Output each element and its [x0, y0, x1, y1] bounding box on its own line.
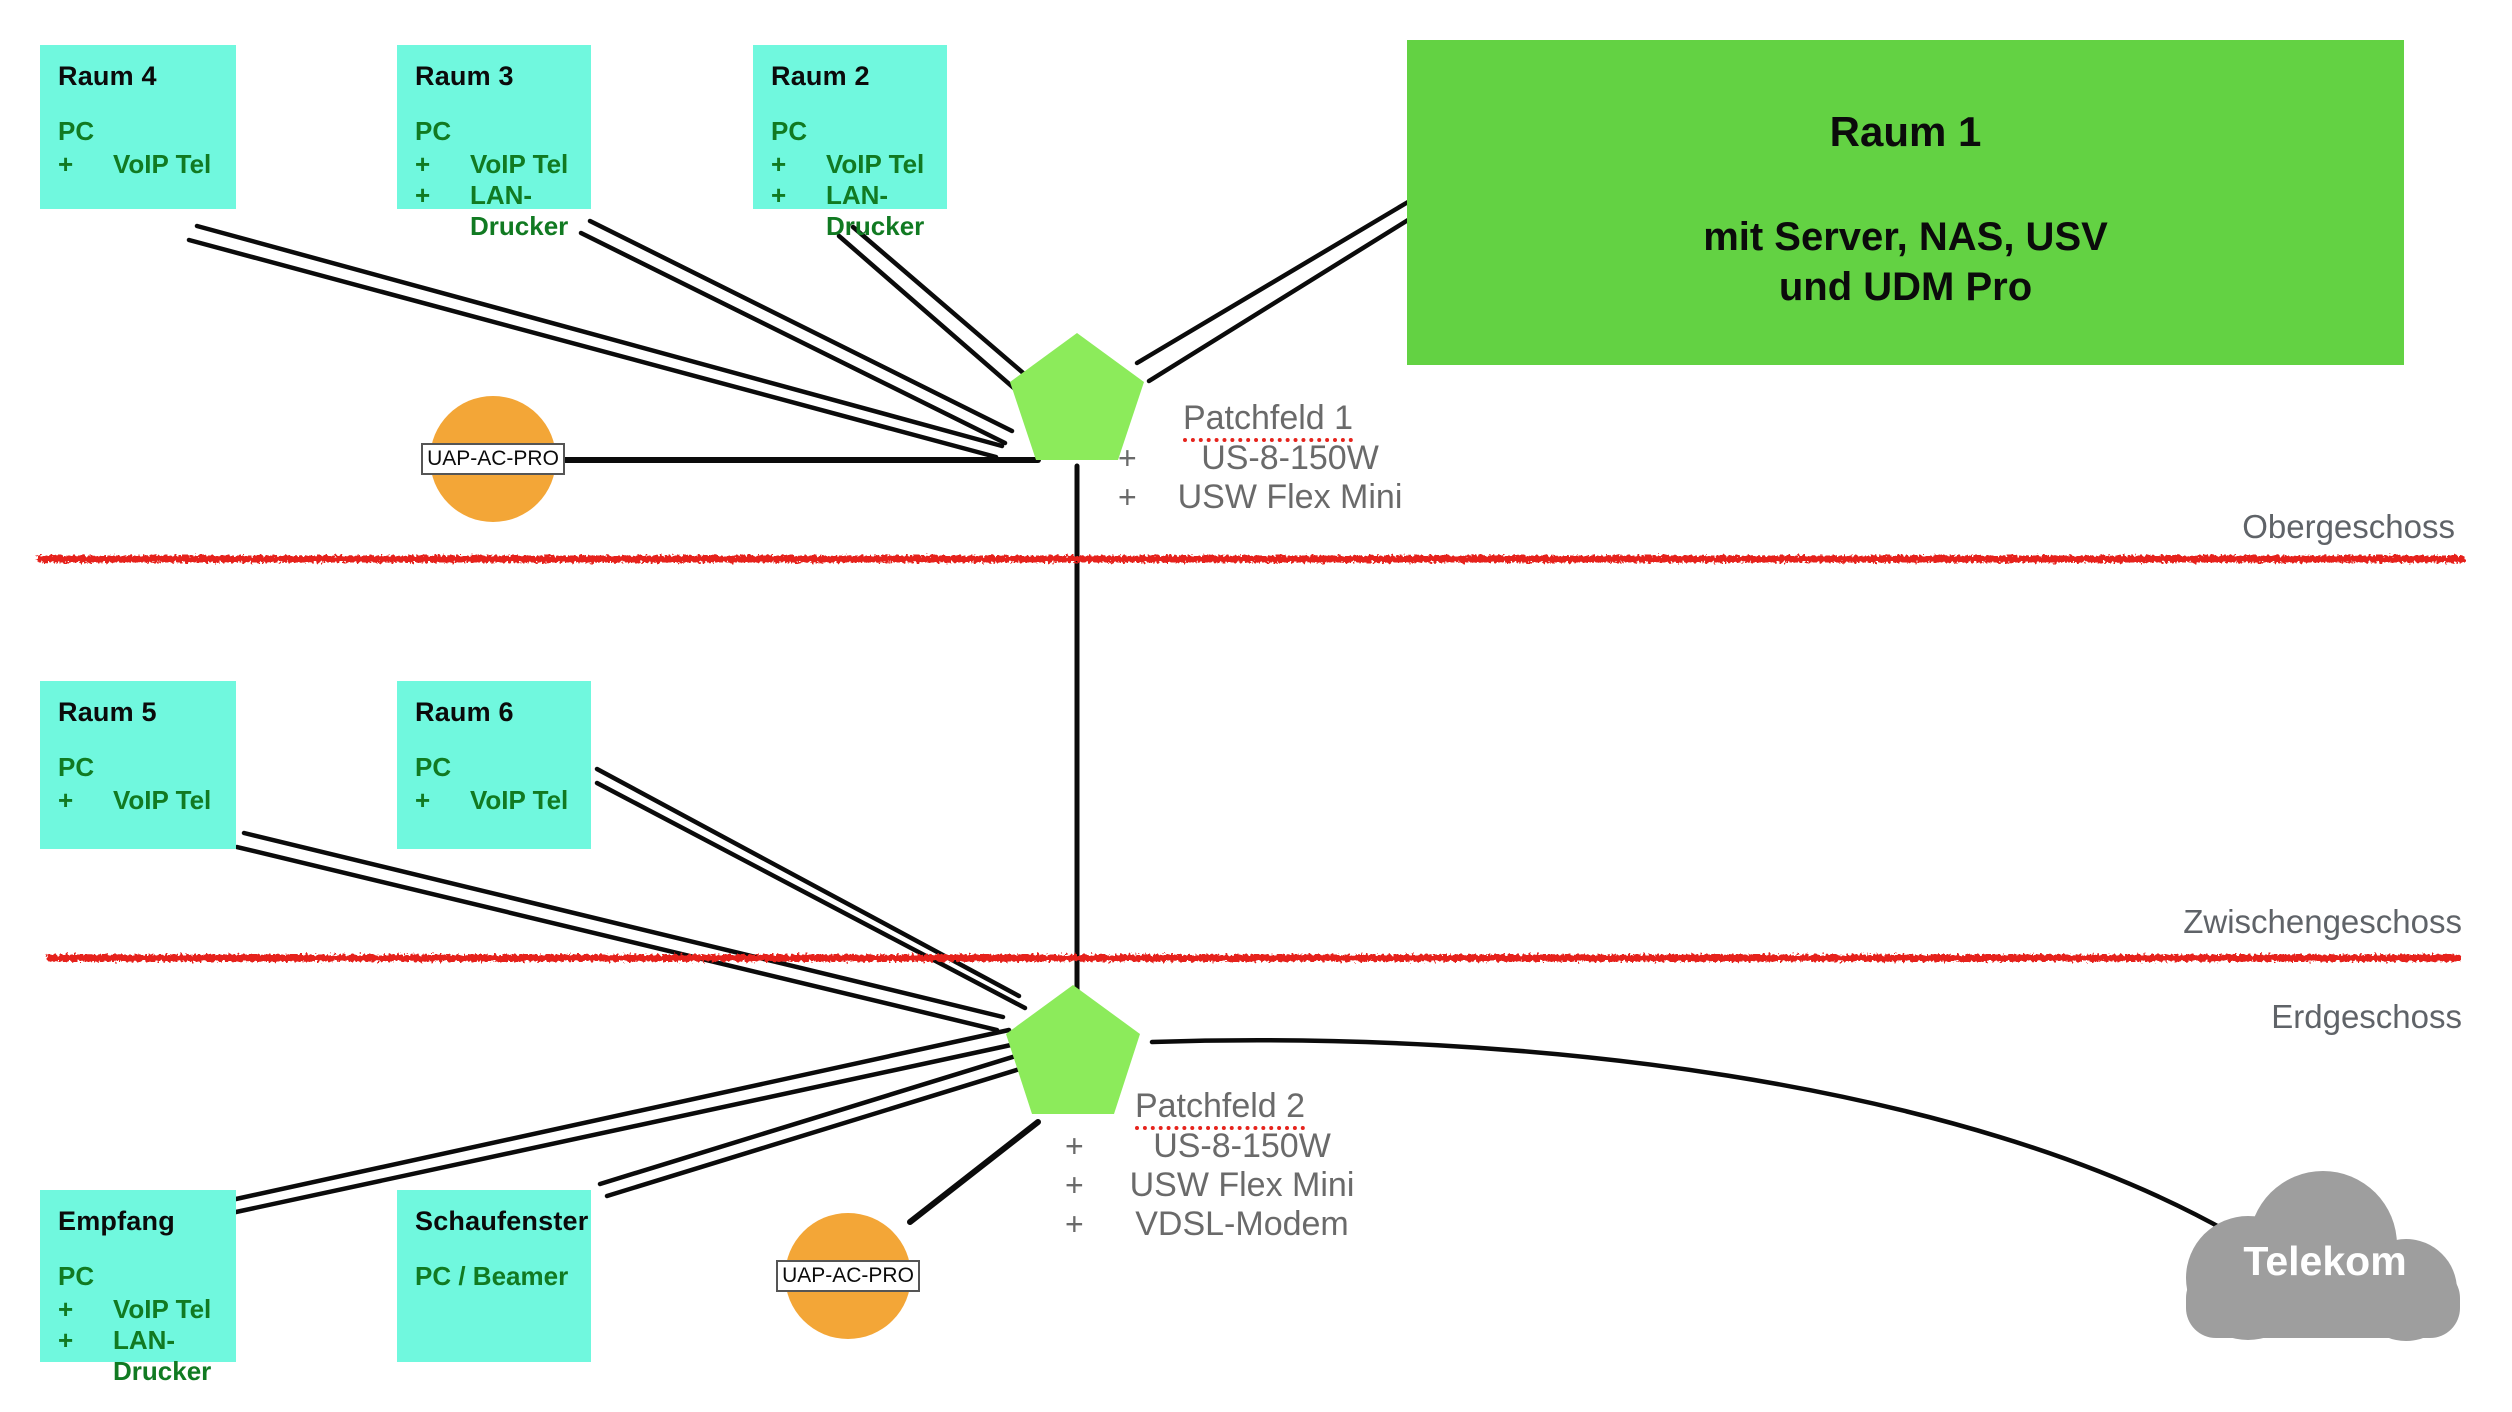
patchfeld1-pentagon: [1010, 333, 1144, 460]
cable-raum1-patchfeld1-b: [1146, 217, 1411, 384]
room-title: Raum 4: [58, 61, 157, 91]
patchfeld2-pentagon: [1006, 985, 1140, 1114]
cable-raum3-patchfeld1-b: [578, 230, 1008, 446]
cable-raum4-patchfeld1-b: [186, 237, 999, 460]
room-device: PC: [58, 1261, 95, 1291]
cable-patchfeld2-telekom: [1149, 1038, 2233, 1236]
cable-uap2-patchfeld2: [907, 1119, 1041, 1225]
room-item: LAN-Drucker: [113, 1325, 212, 1386]
room-box-raum6: Raum 6 PC + VoIP Tel: [397, 681, 591, 849]
telekom-cloud: [2186, 1171, 2460, 1341]
patchfeld2-title: Patchfeld 2: [1065, 1086, 1375, 1130]
room-box-empfang: Empfang PC + VoIP Tel + LAN-Drucker: [40, 1190, 236, 1386]
cable-raum1-patchfeld1-a: [1134, 199, 1411, 366]
room-device: PC: [415, 116, 452, 146]
patchfeld2-label-block: Patchfeld 2 + US-8-150W + USW Flex Mini …: [1065, 1086, 1375, 1244]
room-box-raum5: Raum 5 PC + VoIP Tel: [40, 681, 236, 849]
patchfeld-item: USW Flex Mini: [1129, 1166, 1355, 1204]
plus-sign: +: [1065, 1128, 1084, 1164]
room-title: Raum 2: [771, 61, 870, 91]
plus-sign: +: [1065, 1167, 1084, 1203]
room-box-raum2: Raum 2 PC + VoIP Tel + LAN-Drucker: [753, 45, 947, 241]
access-point-label: UAP-AC-PRO: [776, 1260, 920, 1292]
cable-raum6-patchfeld2-b: [594, 780, 1028, 1011]
room-description-line2: und UDM Pro: [1778, 265, 2033, 309]
patchfeld-item: US-8-150W: [1201, 439, 1379, 477]
plus-sign: +: [58, 149, 74, 179]
room-box-raum1: Raum 1 mit Server, NAS, USV und UDM Pro: [1407, 40, 2404, 365]
cable-empfang-patchfeld2-a: [233, 1027, 1012, 1202]
patchfeld-item: USW Flex Mini: [1177, 478, 1403, 516]
room-item: VoIP Tel: [826, 149, 925, 179]
plus-sign: +: [1065, 1206, 1084, 1242]
patchfeld-item: VDSL-Modem: [1135, 1205, 1349, 1243]
room-item: VoIP Tel: [113, 149, 212, 179]
room-device: PC: [415, 752, 452, 782]
plus-sign: +: [415, 180, 431, 210]
room-box-raum4: Raum 4 PC + VoIP Tel: [40, 45, 236, 209]
room-title: Empfang: [58, 1206, 175, 1236]
plus-sign: +: [58, 1294, 74, 1324]
access-point-uap1: UAP-AC-PRO: [421, 396, 565, 522]
room-title: Schaufenster: [415, 1206, 589, 1236]
access-point-uap2: UAP-AC-PRO: [776, 1213, 920, 1339]
room-description: mit Server, NAS, USV und UDM Pro: [1407, 212, 2404, 312]
plus-sign: +: [1118, 440, 1137, 476]
plus-sign: +: [415, 785, 431, 815]
access-point-label: UAP-AC-PRO: [421, 443, 565, 475]
plus-sign: +: [415, 149, 431, 179]
room-title: Raum 3: [415, 61, 514, 91]
floor-label-obergeschoss: Obergeschoss: [2242, 508, 2455, 545]
cable-schaufenster-patchfeld2-a: [597, 1052, 1022, 1187]
cable-schaufenster-patchfeld2-b: [604, 1065, 1026, 1199]
room-item: VoIP Tel: [470, 785, 569, 815]
floor-label-zwischengeschoss: Zwischengeschoss: [2183, 903, 2462, 940]
room-title: Raum 6: [415, 697, 514, 727]
room-device: PC / Beamer: [415, 1261, 569, 1291]
room-title: Raum 1: [1829, 108, 1982, 155]
room-item: VoIP Tel: [113, 1294, 212, 1324]
room-item: VoIP Tel: [470, 149, 569, 179]
room-item: LAN-Drucker: [826, 180, 925, 241]
room-device: PC: [58, 116, 95, 146]
cable-raum6-patchfeld2-a: [594, 766, 1022, 999]
plus-sign: +: [58, 785, 74, 815]
room-box-schaufenster: Schaufenster PC / Beamer: [397, 1190, 591, 1362]
room-device: PC: [58, 752, 95, 782]
floor-label-erdgeschoss: Erdgeschoss: [2271, 998, 2462, 1035]
room-item: VoIP Tel: [113, 785, 212, 815]
plus-sign: +: [58, 1325, 74, 1355]
cable-raum3-patchfeld1-a: [587, 218, 1015, 434]
cable-raum2-patchfeld1-b: [836, 233, 1026, 399]
room-device: PC: [771, 116, 808, 146]
patchfeld1-label-block: Patchfeld 1 + US-8-150W + USW Flex Mini: [1118, 398, 1418, 517]
patchfeld-item: US-8-150W: [1153, 1127, 1331, 1165]
room-title: Raum 5: [58, 697, 157, 727]
cable-raum4-patchfeld1-a: [194, 223, 1005, 449]
cable-raum5-patchfeld2-a: [241, 830, 1006, 1020]
room-box-raum3: Raum 3 PC + VoIP Tel + LAN-Drucker: [397, 45, 591, 241]
patchfeld1-title: Patchfeld 1: [1118, 398, 1418, 442]
plus-sign: +: [771, 180, 787, 210]
cable-raum5-patchfeld2-b: [234, 844, 1000, 1033]
room-description-line1: mit Server, NAS, USV: [1703, 215, 2108, 259]
plus-sign: +: [1118, 479, 1137, 515]
plus-sign: +: [771, 149, 787, 179]
cable-empfang-patchfeld2-b: [233, 1042, 1014, 1215]
telekom-cloud-label: Telekom: [2243, 1238, 2407, 1284]
room-item: LAN-Drucker: [470, 180, 569, 241]
cable-raum2-patchfeld1-a: [850, 224, 1039, 387]
